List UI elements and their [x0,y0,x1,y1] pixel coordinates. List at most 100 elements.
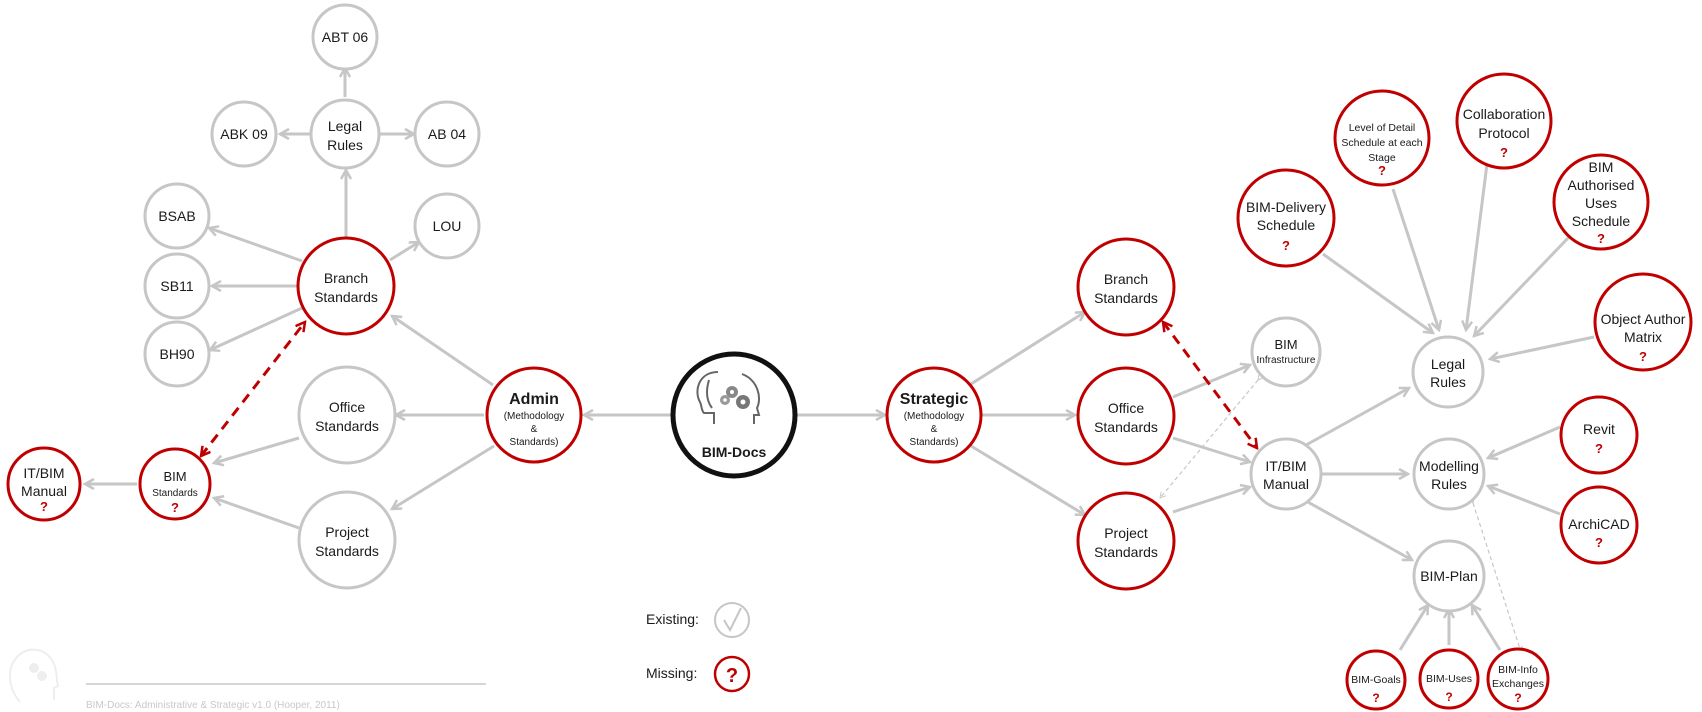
edge-branch-itbim-missing [1163,322,1257,448]
node-bim-info-exchanges-missing-mark: ? [1514,691,1521,705]
node-revit: Revit ? [1559,395,1639,475]
node-object-author-matrix-line2: Matrix [1624,329,1662,345]
edge-revit-modelling [1488,425,1561,458]
node-bh90-label: BH90 [159,346,194,362]
node-strategic: Strategic (Methodology & Standards) [885,366,983,464]
node-bim-standards: BIM Standards ? [138,447,212,521]
node-lou: LOU [413,192,481,260]
footer-caption: BIM-Docs: Administrative & Strategic v1.… [86,700,340,711]
node-legal-rules-left-line1: Legal [328,118,362,134]
legend-missing-icon: ? [713,655,751,693]
node-project-standards-right-line2: Standards [1094,544,1158,560]
node-strategic-subtitle-line1: (Methodology [904,411,965,422]
node-abt06: ABT 06 [311,3,379,71]
node-office-standards-left-line1: Office [329,399,366,415]
edge-infra-project-dotted [1159,373,1265,499]
node-archicad-missing-mark: ? [1595,535,1603,550]
legend-missing-label: Missing: [646,665,697,681]
edge-authorised-legal [1474,235,1571,336]
node-object-author-matrix: Object Author Matrix ? [1593,272,1693,372]
node-bim-authorised-uses-missing-mark: ? [1597,231,1605,246]
node-bim-uses-label: BIM-Uses [1426,673,1472,685]
node-admin: Admin (Methodology & Standards) [485,366,583,464]
node-bim-delivery-schedule-line1: BIM-Delivery [1246,199,1326,215]
node-object-author-matrix-line1: Object Author [1601,311,1686,327]
node-bim-standards-line1: BIM [163,469,186,484]
node-bim-goals: BIM-Goals ? [1345,649,1407,711]
node-legal-rules-right: Legal Rules [1411,335,1485,409]
node-branch-standards-right: Branch Standards [1076,237,1176,337]
node-branch-standards-left-line1: Branch [324,270,368,286]
node-bim-standards-line2: Standards [152,488,198,499]
node-admin-subtitle-line2: & [531,424,538,435]
legend-existing-icon [714,602,750,638]
legend-missing-symbol: ? [726,665,738,687]
node-branch-standards-left-line2: Standards [314,289,378,305]
edge-itbim-legal [1305,386,1409,447]
node-revit-label: Revit [1583,421,1615,437]
footer: BIM-Docs: Administrative & Strategic v1.… [9,648,486,711]
node-ab04: AB 04 [413,100,481,168]
edge-collab-legal [1466,163,1489,330]
node-level-of-detail-line1: Level of Detail [1349,122,1416,134]
node-branch-standards-right-line2: Standards [1094,290,1158,306]
edge-branch-bsab [209,228,303,263]
node-bim-standards-missing-mark: ? [171,500,179,515]
node-project-standards-left-line1: Project [325,524,369,540]
node-bsab: BSAB [143,182,211,250]
node-bim-docs-center: BIM-Docs [670,351,798,479]
node-bim-uses: BIM-Uses ? [1418,648,1480,710]
node-lou-label: LOU [433,218,462,234]
node-legal-rules-right-line1: Legal [1431,356,1465,372]
node-archicad: ArchiCAD ? [1559,485,1639,565]
node-level-of-detail-line2: Schedule at each [1341,137,1422,149]
legend-existing-label: Existing: [646,611,699,627]
legend: Existing: Missing: ? [646,602,751,693]
node-abk09: ABK 09 [210,100,278,168]
node-collaboration-protocol: Collaboration Protocol ? [1455,72,1553,170]
node-it-bim-manual-left: IT/BIM Manual ? [6,446,82,522]
node-bim-delivery-schedule-missing-mark: ? [1282,238,1290,253]
node-project-standards-left: Project Standards [297,490,397,590]
edge-strategic-project [970,444,1085,515]
node-it-bim-manual-right-line1: IT/BIM [1265,458,1306,474]
edge-branch-lou [389,242,419,262]
edge-delivery-legal [1322,252,1433,333]
node-bim-info-exchanges-line1: BIM-Info [1498,664,1538,676]
node-modelling-rules: Modelling Rules [1412,437,1486,511]
edge-bimstd-branch-missing [201,322,305,456]
node-modelling-rules-line2: Rules [1431,476,1467,492]
node-admin-subtitle-line1: (Methodology [504,411,565,422]
node-level-of-detail: Level of Detail Schedule at each Stage ? [1333,89,1431,187]
node-strategic-subtitle-line2: & [931,424,938,435]
node-strategic-subtitle-line3: Standards) [910,437,959,448]
node-it-bim-manual-right: IT/BIM Manual [1249,437,1323,511]
edge-goals-bimplan [1398,605,1428,651]
node-abt06-label: ABT 06 [322,29,369,45]
edge-lod-legal [1391,188,1439,330]
edge-office-itbim [1172,436,1250,462]
node-office-standards-right-line2: Standards [1094,419,1158,435]
node-project-standards-right-line1: Project [1104,525,1148,541]
node-bim-infrastructure-line2: Infrastructure [1257,355,1316,366]
left-nodes: ABT 06 Legal Rules ABK 09 AB 04 BSAB LOU… [6,3,481,590]
node-admin-subtitle-line3: Standards) [510,437,559,448]
node-legal-rules-right-line2: Rules [1430,374,1466,390]
node-ab04-label: AB 04 [428,126,466,142]
node-admin-title: Admin [509,391,559,408]
edge-admin-project [392,444,495,509]
edge-archicad-modelling [1488,486,1561,516]
edge-project-bimstd [214,498,300,530]
node-bim-docs-title: BIM-Docs [702,444,767,460]
node-legal-rules-left-line2: Rules [327,137,363,153]
right-edges [797,163,1595,653]
node-project-standards-right: Project Standards [1076,491,1176,591]
node-bim-authorised-uses-line3: Uses [1585,195,1617,211]
node-bim-goals-missing-mark: ? [1372,691,1379,705]
node-bim-infrastructure-line1: BIM [1274,337,1297,352]
edge-strategic-branch [970,312,1085,386]
node-legal-rules-left: Legal Rules [309,98,381,170]
edge-infoexch-bimplan [1472,605,1502,651]
node-it-bim-manual-left-line1: IT/BIM [23,465,64,481]
